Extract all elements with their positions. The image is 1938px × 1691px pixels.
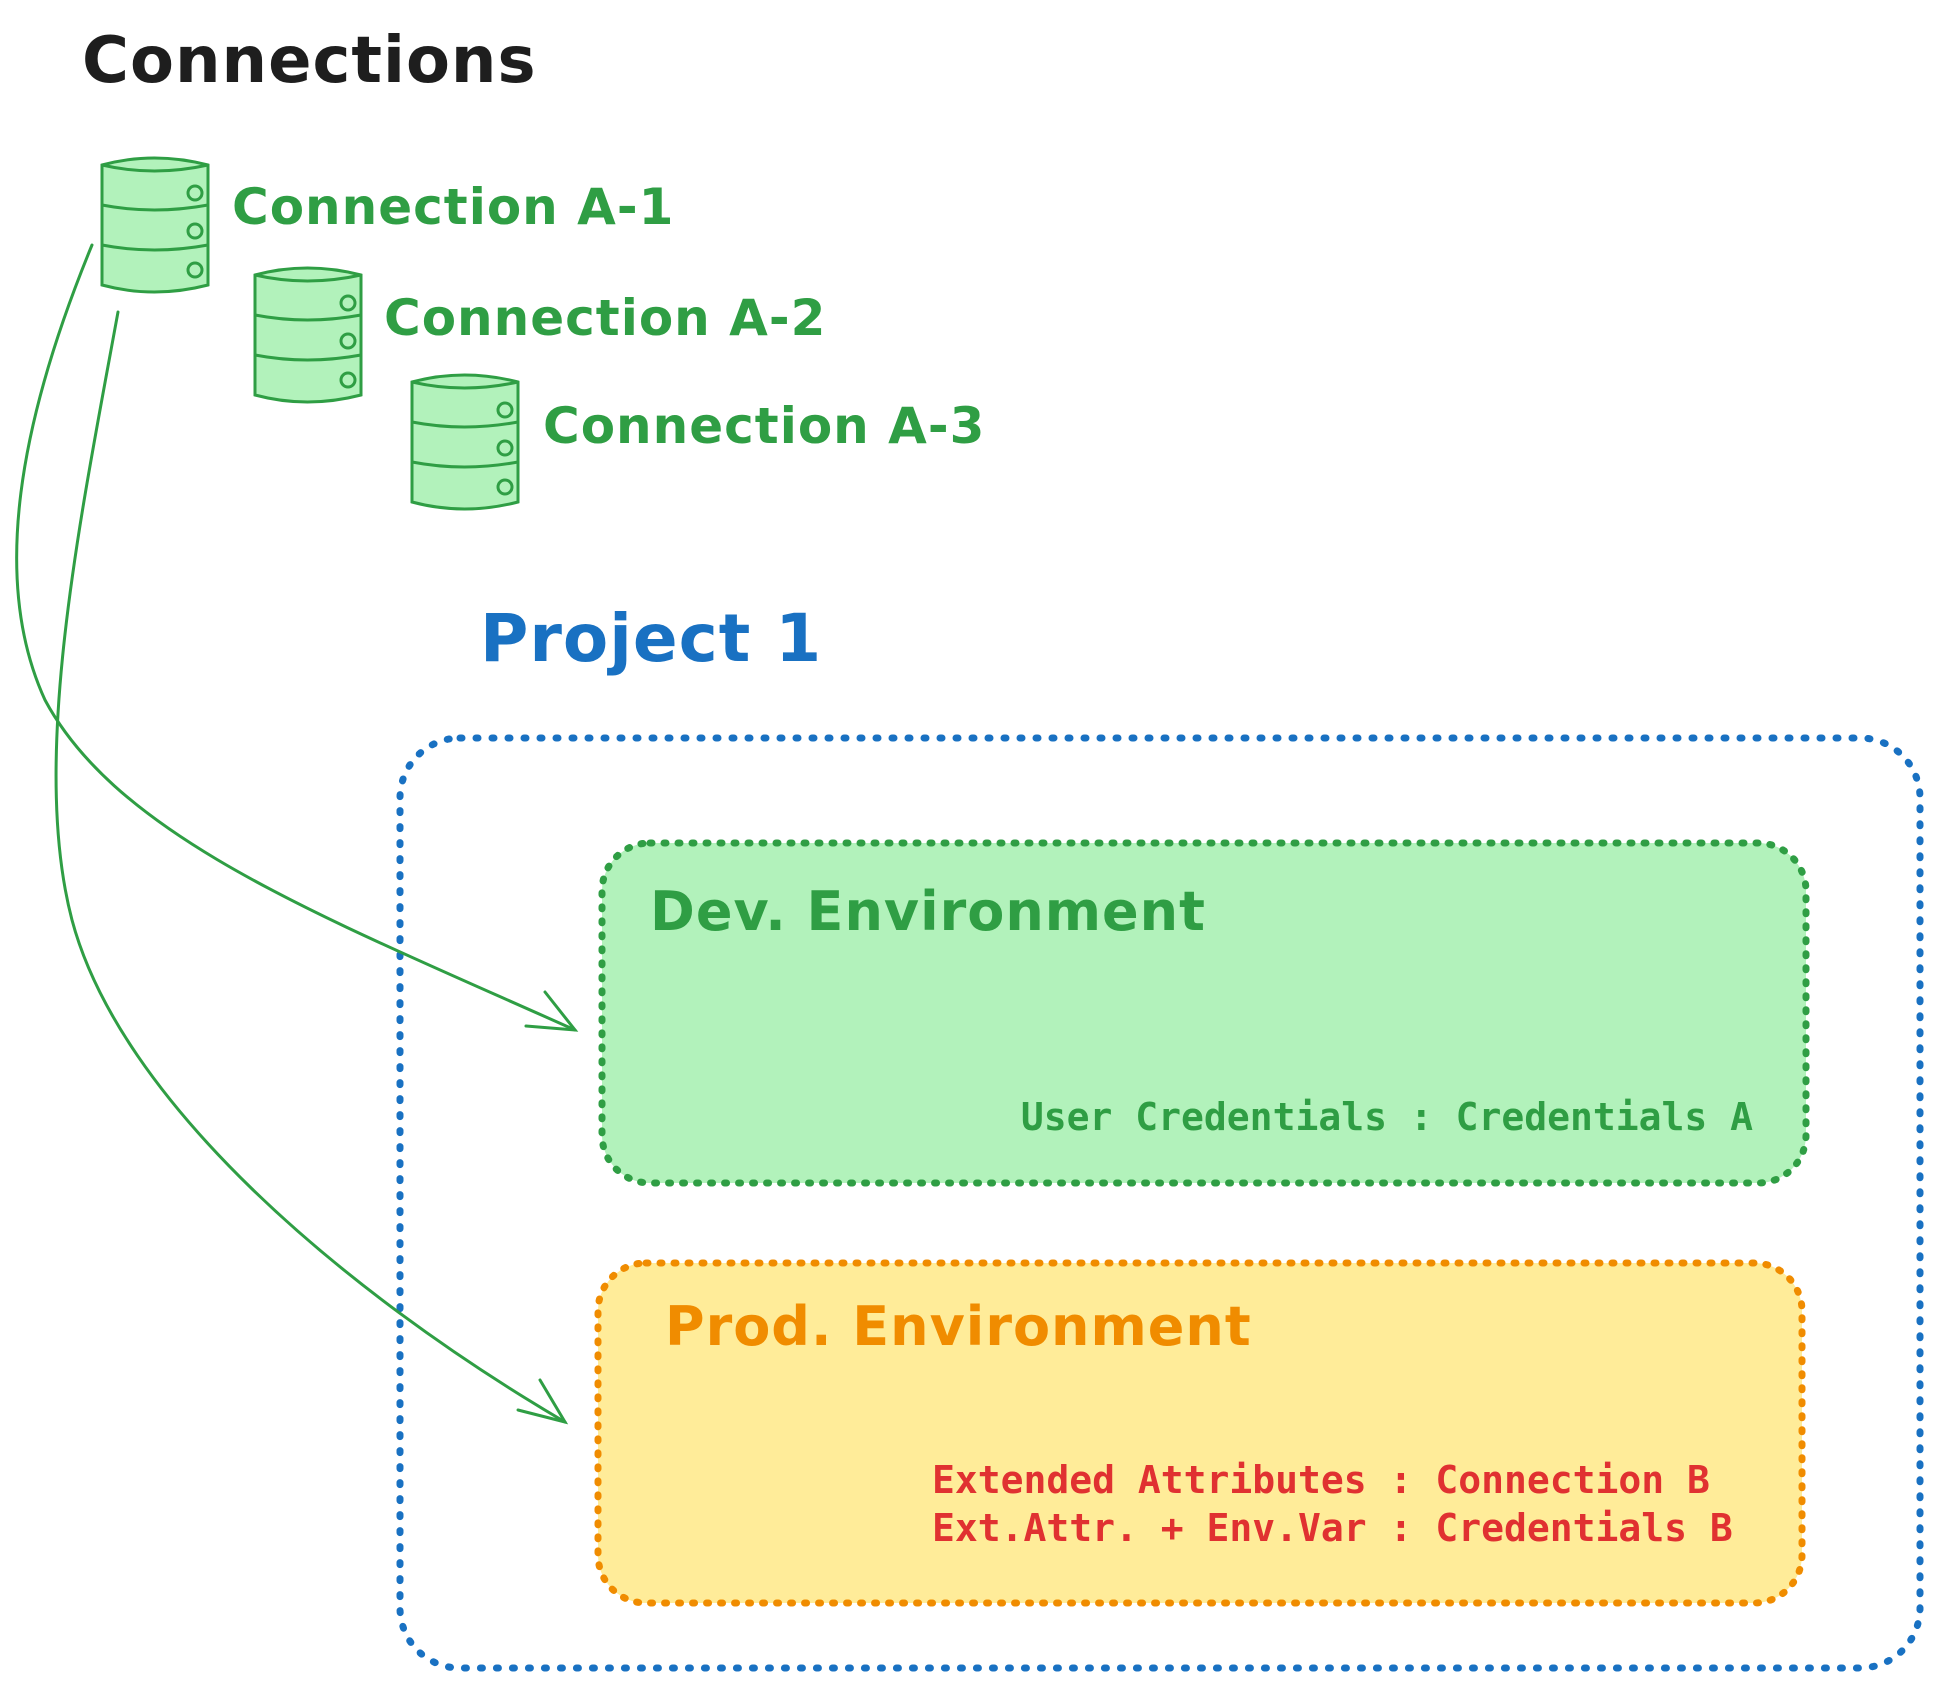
arrow-icon: [15, 243, 579, 1032]
connection-label: Connection A-3: [543, 397, 986, 455]
connection-label: Connection A-2: [384, 289, 827, 347]
connection-label: Connection A-1: [232, 178, 675, 236]
prod-environment-box: [594, 1259, 1806, 1607]
dev-credentials-text: User Credentials : Credentials A: [1020, 1095, 1753, 1139]
arrow-icon: [54, 310, 569, 1425]
prod-environment-title: Prod. Environment: [665, 1295, 1252, 1358]
dev-environment-box: [598, 839, 1810, 1187]
database-icon: [253, 266, 363, 404]
dev-environment-title: Dev. Environment: [650, 880, 1206, 943]
page-title: Connections: [82, 24, 537, 98]
prod-detail-line: Extended Attributes : Connection B: [932, 1458, 1710, 1502]
database-icon: [100, 156, 210, 294]
database-icon: [410, 373, 520, 511]
project-title: Project 1: [480, 600, 823, 677]
prod-detail-line: Ext.Attr. + Env.Var : Credentials B: [932, 1506, 1733, 1550]
